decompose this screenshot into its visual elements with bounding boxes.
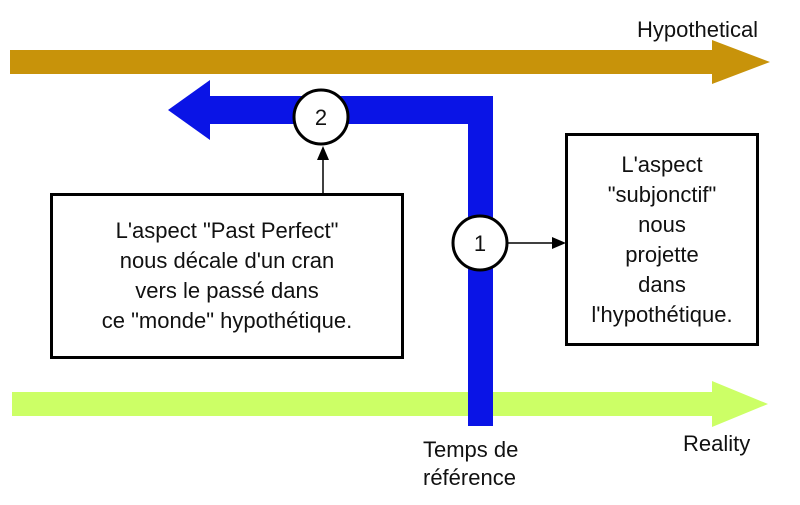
subjunctive-line: nous xyxy=(638,211,686,237)
past-perfect-line: vers le passé dans xyxy=(135,278,319,303)
reference-time-label-line2: référence xyxy=(423,465,516,490)
subjunctive-line: L'aspect xyxy=(621,151,703,177)
past-perfect-line: nous décale d'un cran xyxy=(119,248,335,273)
hypothetical-arrow xyxy=(10,40,770,84)
subjunctive-line: dans xyxy=(638,271,686,297)
marker-circle-two xyxy=(292,88,350,146)
past-perfect-explanation-box: L'aspect "Past Perfect" nous décale d'un… xyxy=(50,193,404,359)
connector-to-circle-two-head xyxy=(317,146,329,160)
marker-two-label: 2 xyxy=(315,105,327,130)
past-perfect-line: L'aspect "Past Perfect" xyxy=(115,218,339,243)
reality-arrow xyxy=(12,381,768,427)
subjunctive-line: l'hypothétique. xyxy=(591,301,733,327)
subjunctive-explanation-box: L'aspect "subjonctif" nous projette dans… xyxy=(565,133,759,346)
subjunctive-line: projette xyxy=(625,241,699,267)
reference-time-label-line1: Temps de xyxy=(423,437,519,462)
marker-one-label: 1 xyxy=(474,231,486,256)
hypothetical-label: Hypothetical xyxy=(637,17,759,42)
marker-circle-one xyxy=(451,214,509,272)
past-perfect-line: ce "monde" hypothétique. xyxy=(101,308,353,333)
reality-label: Reality xyxy=(683,431,751,456)
connector-to-subjunctive-head xyxy=(552,237,566,249)
subjunctive-line: "subjonctif" xyxy=(607,181,717,207)
